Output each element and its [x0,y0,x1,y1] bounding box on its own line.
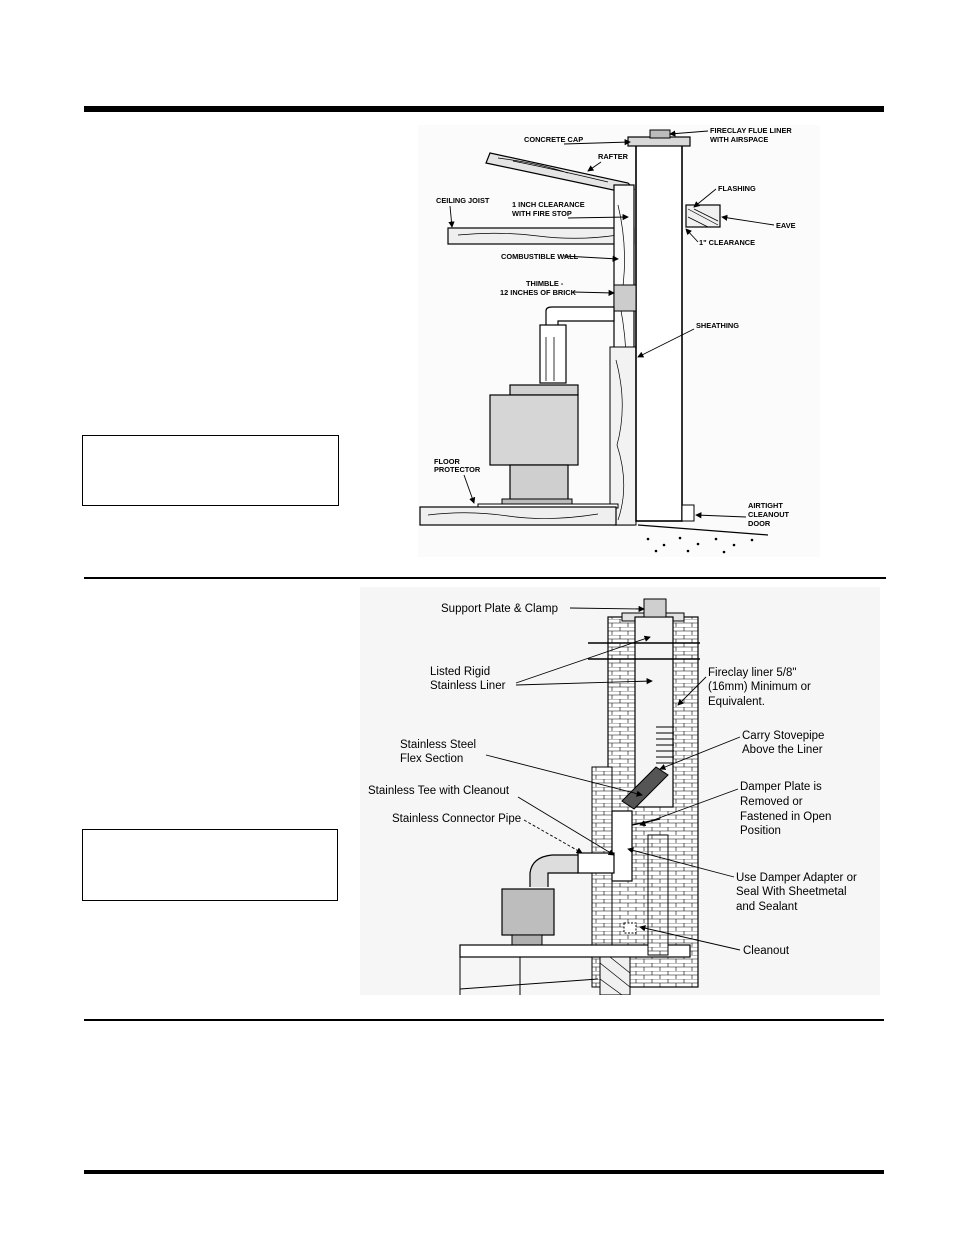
label-airtight: AIRTIGHT [748,501,783,510]
label-eave: EAVE [776,221,796,230]
label-floor: FLOOR [434,457,461,466]
label-support-plate: Support Plate & Clamp [441,603,558,615]
label-removed-or: Removed or [740,796,803,808]
label-cleanout: CLEANOUT [748,510,790,519]
label-damper-plate: Damper Plate is [740,781,822,793]
figure-2-caption-box [82,829,338,901]
label-damper-adapter: Use Damper Adapter or [736,872,857,884]
label-equivalent: Equivalent. [708,696,765,708]
stainless-liner-diagram: Support Plate & Clamp Listed Rigid Stain… [360,587,880,996]
label-stainless-liner: Stainless Liner [430,680,506,692]
label-flex-section: Flex Section [400,753,463,765]
label-with-airspace: WITH AIRSPACE [710,135,768,144]
label-fireclay-flue-liner: FIRECLAY FLUE LINER [710,126,792,135]
label-sheathing: SHEATHING [696,321,739,330]
label-above-liner: Above the Liner [742,744,823,756]
label-thimble: THIMBLE - [526,279,564,288]
label-carry-stovepipe: Carry Stovepipe [742,730,824,742]
label-fastened-open: Fastened in Open [740,811,831,823]
label-flashing: FLASHING [718,184,756,193]
section-divider-lower [84,1019,884,1021]
label-listed-rigid: Listed Rigid [430,666,490,678]
label-door: DOOR [748,519,771,528]
label-connector-pipe: Stainless Connector Pipe [392,813,521,825]
label-concrete-cap: CONCRETE CAP [524,135,583,144]
label-fireclay-liner: Fireclay liner 5/8" [708,667,796,679]
label-cleanout: Cleanout [743,945,790,957]
label-twelve-inches-brick: 12 INCHES OF BRICK [500,288,577,297]
label-position: Position [740,825,781,837]
label-fire-stop: WITH FIRE STOP [512,209,572,218]
label-protector: PROTECTOR [434,465,481,474]
footer-rule [84,1170,884,1174]
section-divider [84,577,886,579]
label-combustible-wall: COMBUSTIBLE WALL [501,252,579,261]
label-inch-clearance: 1 INCH CLEARANCE [512,200,585,209]
label-stainless-tee: Stainless Tee with Cleanout [368,785,510,797]
label-one-inch-clearance: 1" CLEARANCE [699,238,755,247]
label-sealant: and Sealant [736,901,798,913]
masonry-chimney-diagram: CONCRETE CAP FIRECLAY FLUE LINER WITH AI… [418,125,820,557]
label-stainless-steel: Stainless Steel [400,739,476,751]
label-sixteen-mm: (16mm) Minimum or [708,681,811,693]
figure-1-caption-box [82,435,339,506]
header-rule [84,106,884,112]
label-ceiling-joist: CEILING JOIST [436,196,490,205]
label-rafter: RAFTER [598,152,629,161]
label-seal-sheetmetal: Seal With Sheetmetal [736,886,847,898]
